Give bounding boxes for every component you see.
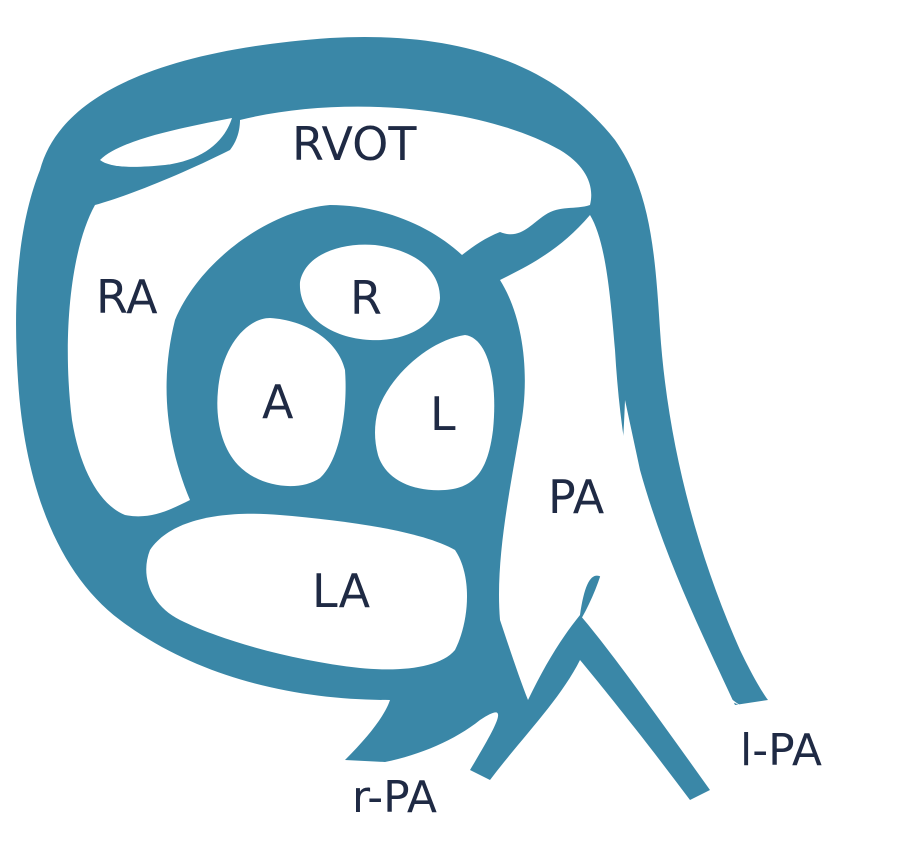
r-cusp (299, 244, 440, 341)
label-pa: PA (548, 470, 605, 524)
chambers-group (67, 106, 742, 706)
label-l-pa: l-PA (740, 725, 822, 776)
la-chamber (146, 513, 468, 670)
upper-slit (100, 118, 232, 167)
label-rvot: RVOT (292, 117, 417, 171)
l-cusp (375, 335, 495, 491)
pa-chamber (499, 215, 742, 706)
label-ra: RA (96, 270, 158, 324)
a-cusp (217, 318, 346, 487)
label-a: A (262, 375, 294, 429)
label-r-pa: r-PA (352, 772, 437, 823)
label-l: L (430, 387, 456, 441)
label-r: R (350, 271, 382, 325)
ra-rvot-chamber (67, 106, 592, 517)
labels-group: RVOT RA R A L PA LA r-PA l-PA (96, 117, 822, 823)
label-la: LA (312, 564, 371, 618)
